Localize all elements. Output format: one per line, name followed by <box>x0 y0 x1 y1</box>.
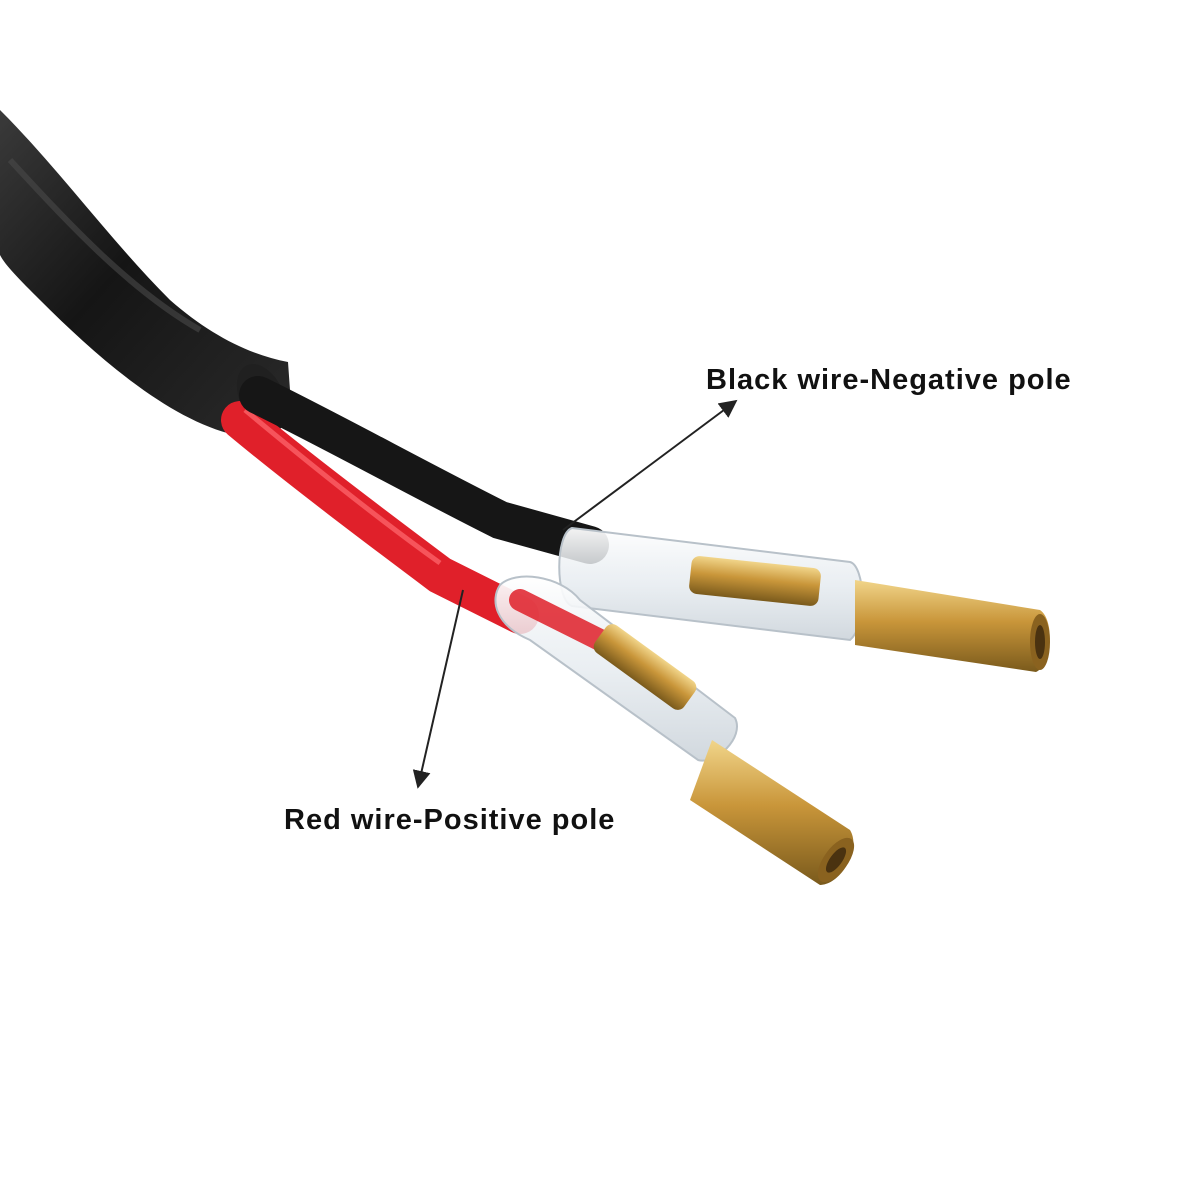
black-wire-label: Black wire-Negative pole <box>706 364 1072 396</box>
red-wire-arrow <box>412 589 464 789</box>
black-wire <box>239 376 609 564</box>
black-wire-arrow <box>562 399 738 531</box>
cable-jacket-highlight <box>7 157 202 333</box>
cable-jacket <box>0 110 290 435</box>
red-wire-label: Red wire-Positive pole <box>284 804 616 836</box>
red-wire-connector <box>494 575 855 885</box>
black-wire-connector <box>558 526 1050 672</box>
red-wire <box>221 401 539 634</box>
